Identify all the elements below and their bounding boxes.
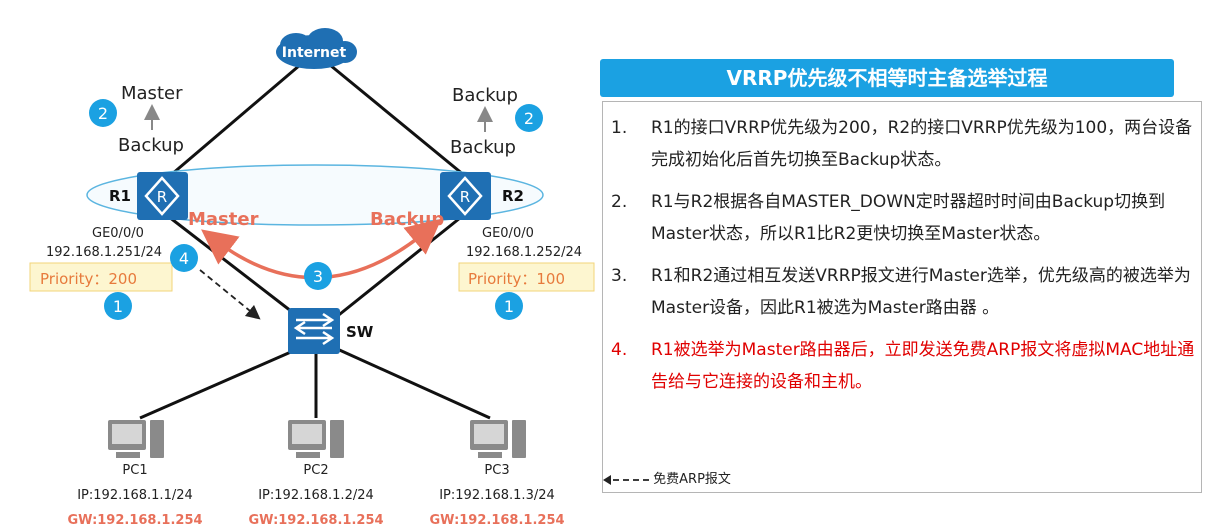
r1-role-label: Master bbox=[188, 209, 259, 230]
svg-text:1: 1 bbox=[113, 297, 123, 316]
pc2-name: PC2 bbox=[303, 463, 328, 478]
link-internet-r2 bbox=[329, 63, 471, 182]
step-number: 3. bbox=[611, 266, 628, 286]
step-badge-r2-priority: 1 bbox=[495, 292, 523, 320]
svg-text:2: 2 bbox=[98, 104, 108, 123]
internet-cloud-icon bbox=[276, 28, 357, 69]
pc2-gw: GW:192.168.1.254 bbox=[248, 513, 383, 528]
r1-ip: 192.168.1.251/24 bbox=[46, 245, 162, 260]
step-badge-free-arp: 4 bbox=[170, 244, 198, 272]
pc3-ip: IP:192.168.1.3/24 bbox=[439, 488, 555, 503]
link-internet-r1 bbox=[164, 63, 301, 182]
step-text: R1和R2通过相互发送VRRP报文进行Master选举，优先级高的被选举为Mas… bbox=[651, 266, 1191, 318]
step-number: 2. bbox=[611, 192, 628, 212]
step-badge-r2-state: 2 bbox=[515, 104, 543, 132]
pc3-icon bbox=[470, 420, 526, 458]
network-links bbox=[139, 63, 491, 420]
legend-label: 免费ARP报文 bbox=[653, 472, 731, 487]
svg-text:R: R bbox=[460, 188, 470, 206]
step-list: 1. R1的接口VRRP优先级为200，R2的接口VRRP优先级为100，两台设备… bbox=[611, 112, 1201, 408]
pc3-name: PC3 bbox=[484, 463, 509, 478]
step-text: R1被选举为Master路由器后，立即发送免费ARP报文将虚拟MAC地址通告给与… bbox=[651, 340, 1195, 392]
panel-title: VRRP优先级不相等时主备选举过程 bbox=[600, 59, 1174, 97]
svg-text:1: 1 bbox=[504, 297, 514, 316]
r2-ip: 192.168.1.252/24 bbox=[466, 245, 582, 260]
svg-text:2: 2 bbox=[524, 109, 534, 128]
step-badge-r1-priority: 1 bbox=[104, 292, 132, 320]
dashed-arrow-icon bbox=[603, 474, 649, 485]
r1-router-icon: R bbox=[137, 172, 188, 220]
pc1-icon bbox=[108, 420, 164, 458]
svg-text:4: 4 bbox=[179, 249, 189, 268]
pc1-name: PC1 bbox=[122, 463, 147, 478]
step-item-4: 4. R1被选举为Master路由器后，立即发送免费ARP报文将虚拟MAC地址通告… bbox=[611, 334, 1201, 398]
pc3-gw: GW:192.168.1.254 bbox=[429, 513, 564, 528]
r2-name: R2 bbox=[502, 187, 524, 205]
step-item-3: 3. R1和R2通过相互发送VRRP报文进行Master选举，优先级高的被选举为M… bbox=[611, 260, 1201, 324]
r2-priority-box bbox=[458, 262, 595, 292]
svg-text:3: 3 bbox=[313, 267, 323, 286]
r2-port: GE0/0/0 bbox=[482, 226, 534, 241]
link-sw-pc1 bbox=[139, 346, 301, 420]
legend: 免费ARP报文 bbox=[603, 468, 731, 487]
pc2-icon bbox=[288, 420, 344, 458]
step-text: R1的接口VRRP优先级为200，R2的接口VRRP优先级为100，两台设备完成… bbox=[651, 118, 1193, 170]
r1-name: R1 bbox=[109, 187, 131, 205]
r2-lower-state: Backup bbox=[450, 137, 516, 158]
step-item-2: 2. R1与R2根据各自MASTER_DOWN定时器超时时间由Backup切换到M… bbox=[611, 186, 1201, 250]
r2-upper-state: Backup bbox=[452, 85, 518, 106]
pc1-ip: IP:192.168.1.1/24 bbox=[77, 488, 193, 503]
pc2-ip: IP:192.168.1.2/24 bbox=[258, 488, 374, 503]
explanation-panel: 1. R1的接口VRRP优先级为200，R2的接口VRRP优先级为100，两台设备… bbox=[602, 101, 1202, 493]
step-item-1: 1. R1的接口VRRP优先级为200，R2的接口VRRP优先级为100，两台设备… bbox=[611, 112, 1201, 176]
step-number: 4. bbox=[611, 340, 628, 360]
r2-priority: Priority：100 bbox=[468, 270, 565, 288]
r1-priority-box bbox=[29, 262, 173, 292]
r2-role-label: Backup bbox=[370, 209, 444, 230]
step-badge-election: 3 bbox=[304, 262, 332, 290]
step-badge-r1-state: 2 bbox=[89, 99, 117, 127]
svg-text:R: R bbox=[157, 188, 167, 206]
r1-upper-state: Master bbox=[121, 83, 183, 104]
network-diagram: Internet R R1 Master Backup GE0/0/0 192.… bbox=[29, 28, 595, 528]
free-arp-arrow bbox=[199, 269, 261, 320]
r1-port: GE0/0/0 bbox=[92, 226, 144, 241]
step-text: R1与R2根据各自MASTER_DOWN定时器超时时间由Backup切换到Mas… bbox=[651, 192, 1166, 244]
link-sw-pc3 bbox=[334, 346, 491, 420]
switch-icon bbox=[288, 308, 340, 354]
pc1-gw: GW:192.168.1.254 bbox=[67, 513, 202, 528]
r2-router-icon: R bbox=[440, 172, 491, 220]
step-number: 1. bbox=[611, 118, 628, 138]
internet-label: Internet bbox=[282, 45, 347, 61]
sw-label: SW bbox=[346, 323, 374, 341]
r1-lower-state: Backup bbox=[118, 135, 184, 156]
r1-priority: Priority：200 bbox=[40, 270, 137, 288]
